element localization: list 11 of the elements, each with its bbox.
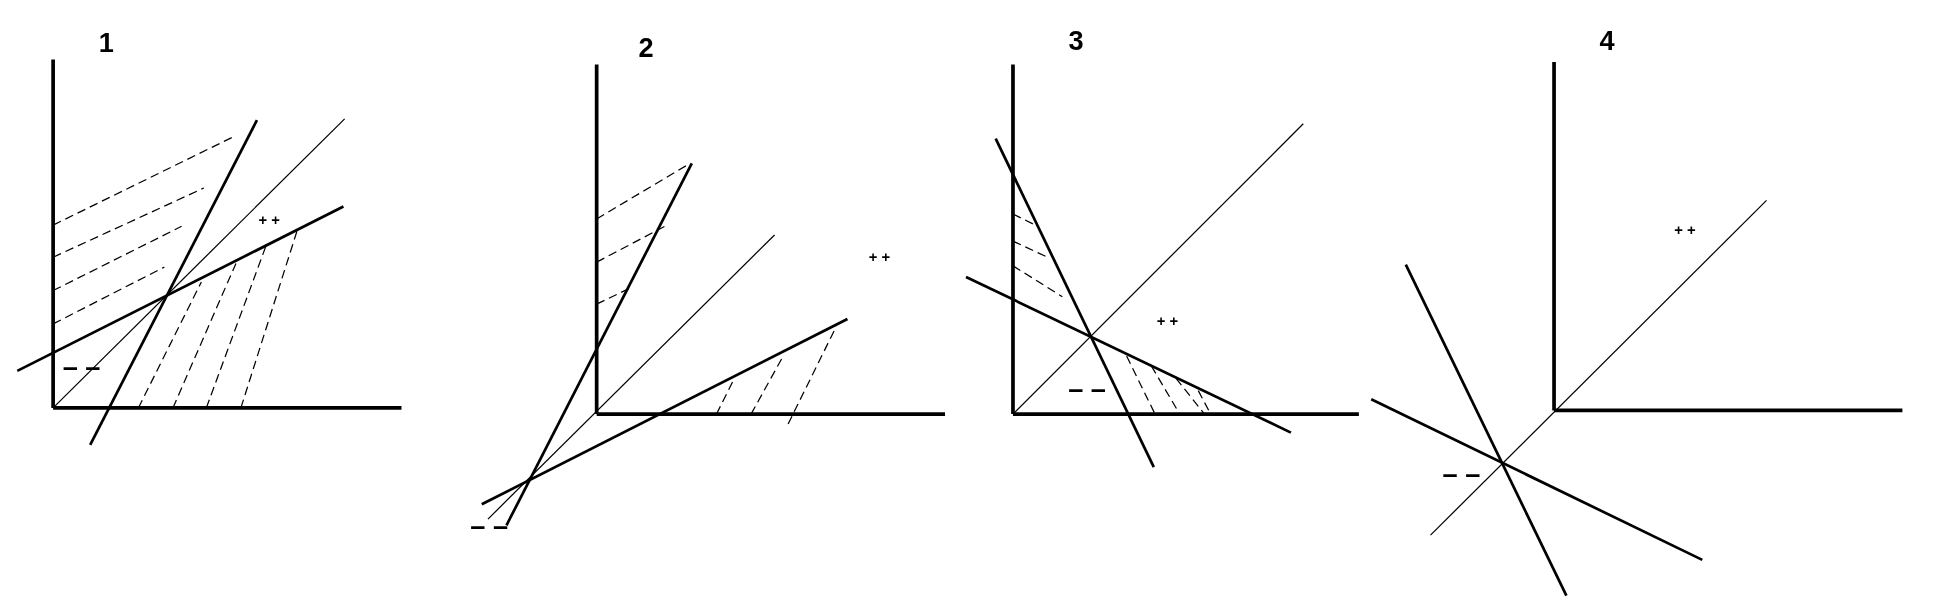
panel-number: 1 bbox=[98, 27, 114, 59]
sign-label: – – bbox=[470, 510, 509, 542]
sign-label: + + bbox=[258, 212, 280, 229]
sign-label: + + bbox=[868, 249, 891, 266]
sign-label: + + bbox=[1674, 221, 1696, 238]
panel-number: 4 bbox=[1599, 24, 1615, 56]
panel-number: 3 bbox=[1068, 24, 1084, 56]
panel-number: 2 bbox=[638, 32, 654, 64]
sign-label: – – bbox=[1442, 458, 1481, 490]
sign-label: + + bbox=[1156, 313, 1179, 330]
sign-label: – – bbox=[1068, 373, 1106, 405]
